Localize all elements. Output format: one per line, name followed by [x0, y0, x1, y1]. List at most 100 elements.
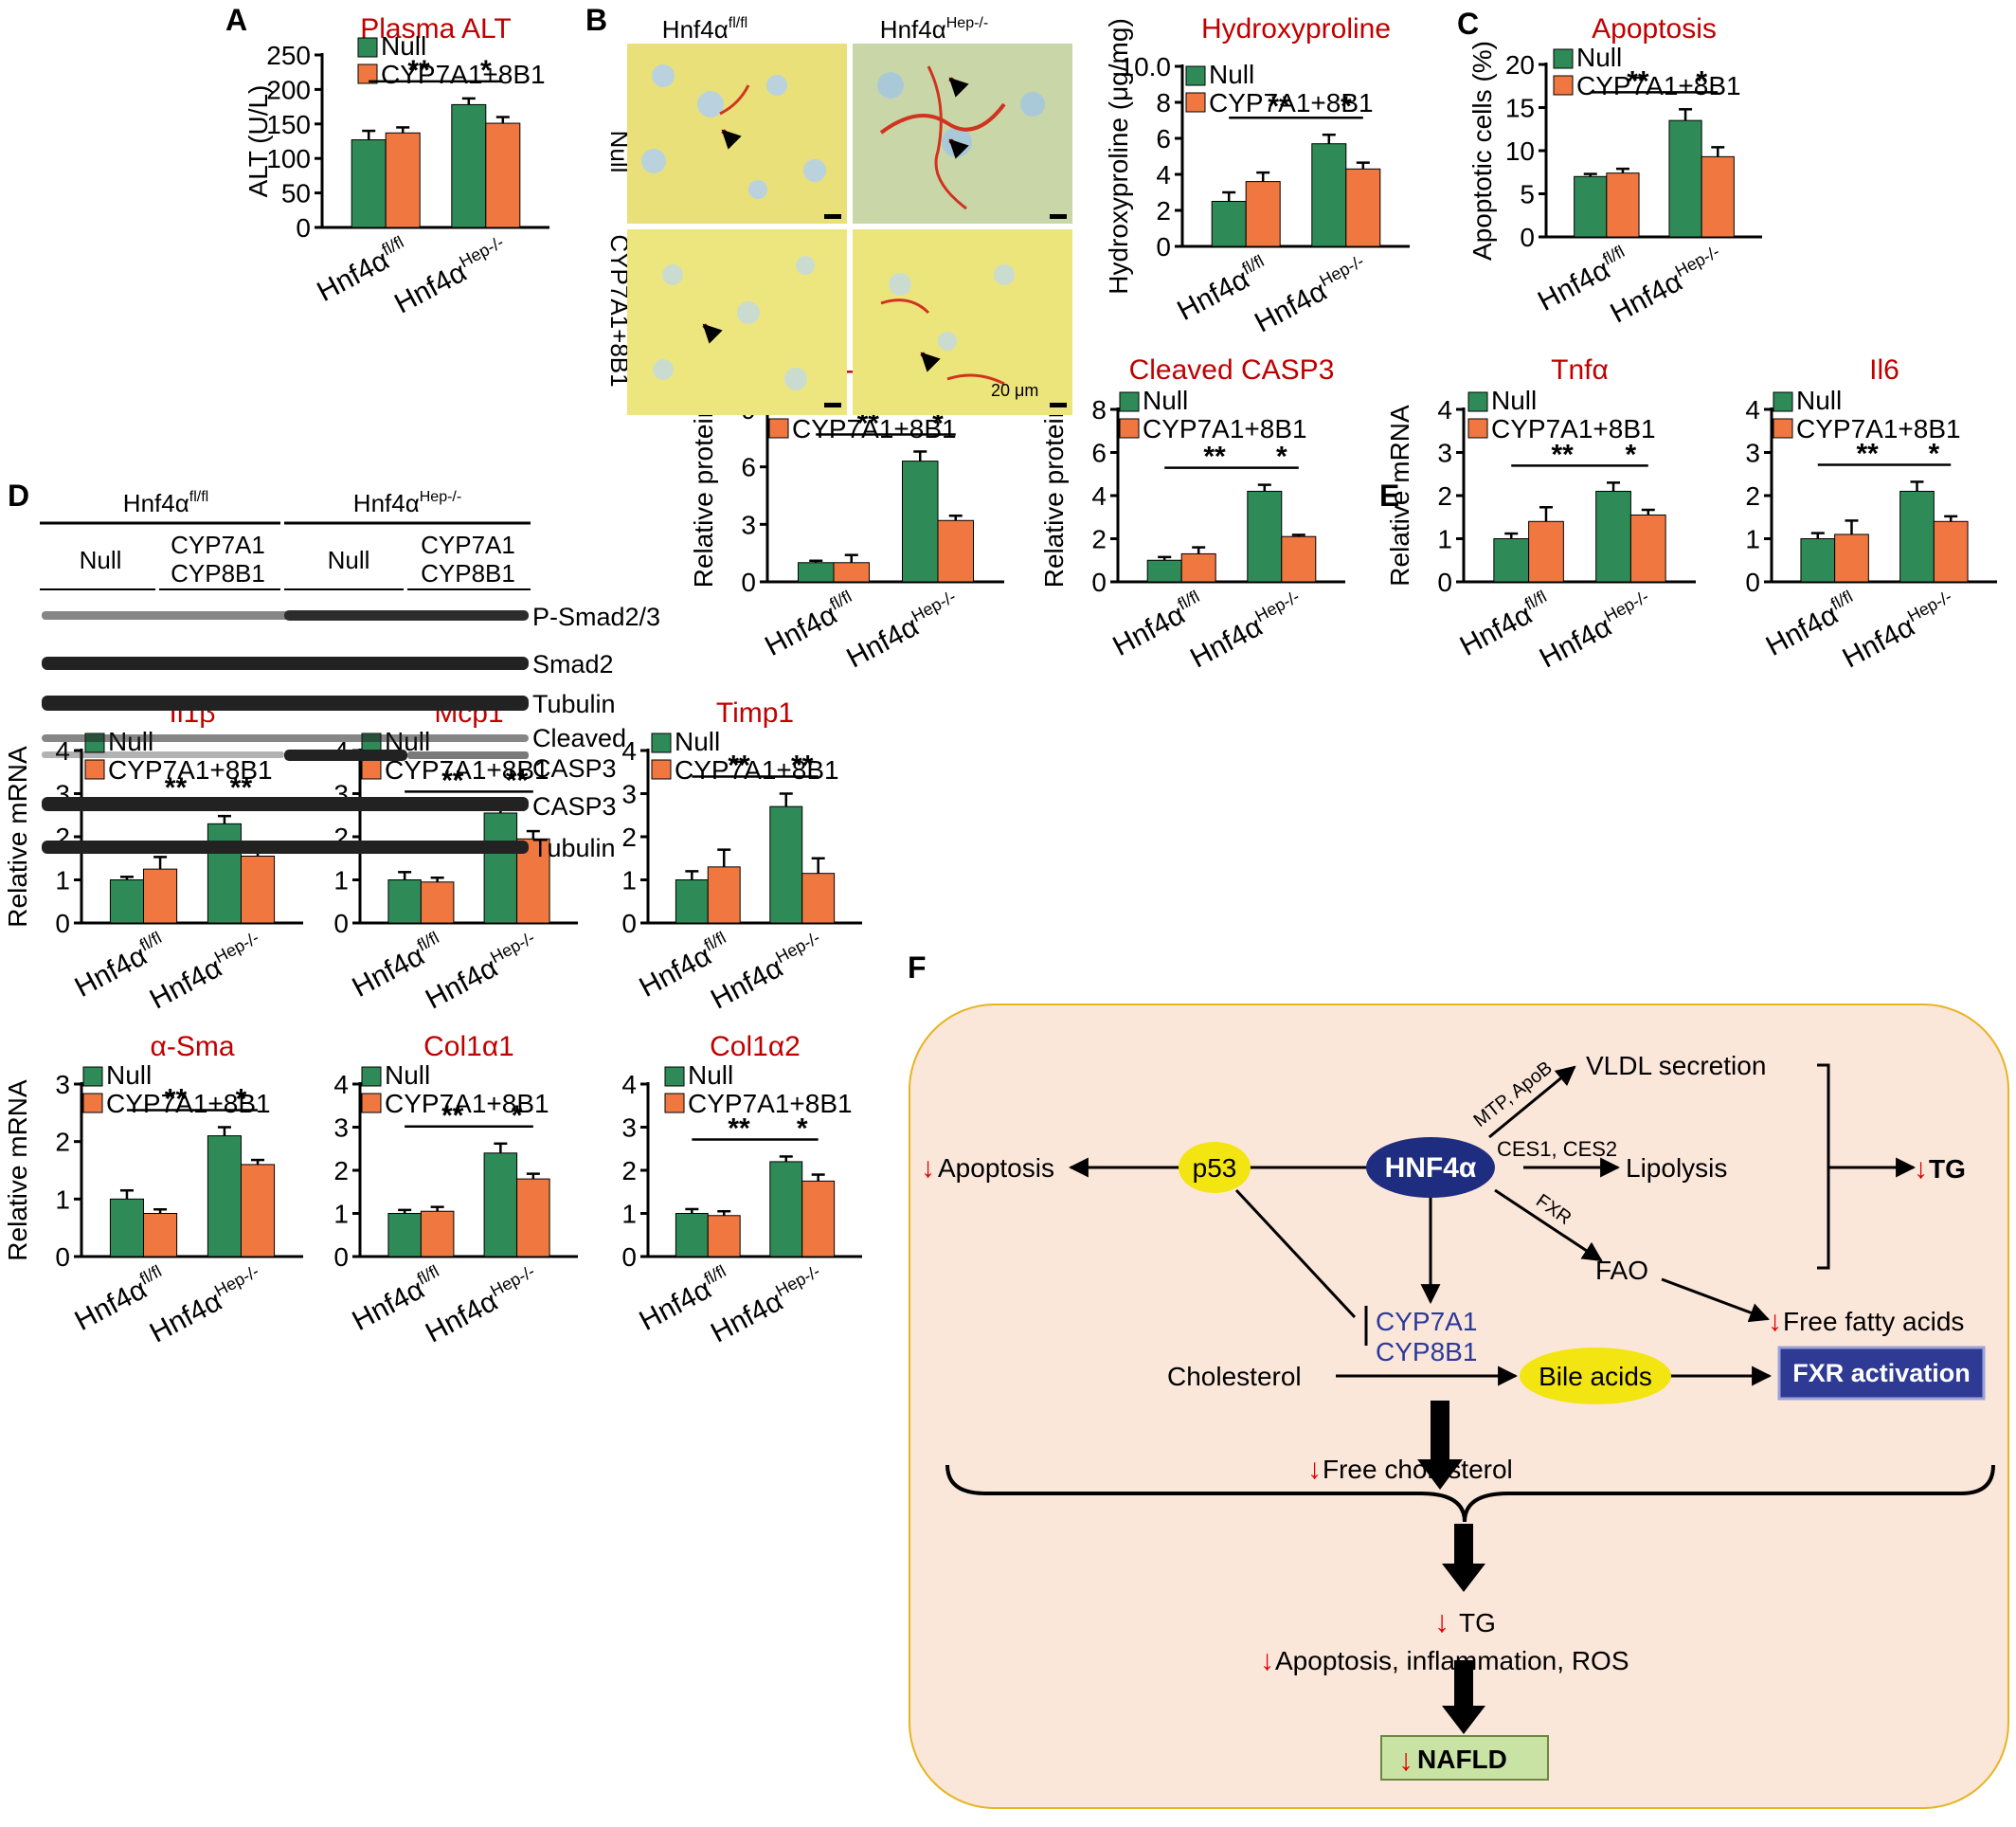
y-tick-label: 3: [1745, 439, 1760, 468]
y-tick-label: 1: [1745, 525, 1760, 554]
band-label-tubulin-1: Tubulin: [532, 690, 616, 718]
significance-label: **: [1268, 91, 1290, 122]
blot-group-1: Hnf4αfl/fl: [123, 489, 208, 517]
y-tick-label: 200: [266, 75, 311, 104]
chart-title: Plasma ALT: [360, 13, 512, 45]
y-tick-label: 1: [621, 1200, 637, 1229]
bar: [902, 461, 939, 583]
significance-label: **: [407, 55, 430, 86]
y-tick-label: 3: [1437, 439, 1452, 468]
bar: [109, 879, 145, 924]
significance-label: **: [165, 1084, 188, 1115]
bar: [385, 132, 421, 228]
y-tick-label: 4: [55, 736, 70, 766]
fao-label: FAO: [1595, 1256, 1648, 1285]
legend-label-treat: CYP7A1+8B1: [385, 1089, 549, 1118]
legend-label-treat: CYP7A1+8B1: [108, 755, 273, 785]
blot-lane-cyp8b1-1: CYP8B1: [171, 559, 265, 588]
significance-label: **: [857, 407, 880, 439]
bar: [516, 1178, 550, 1257]
y-tick-label: 4: [621, 1070, 637, 1099]
y-tick-label: 15: [1505, 94, 1535, 123]
bar: [1899, 490, 1935, 583]
legend-swatch-null: [651, 733, 672, 753]
chart-title: Col1α1: [423, 1031, 514, 1062]
y-axis-label: Apoptotic cells (%): [1467, 41, 1497, 261]
blot-lane-null-1: Null: [80, 546, 122, 574]
legend-label-treat: CYP7A1+8B1: [1576, 71, 1741, 100]
y-tick-label: 0: [621, 909, 637, 938]
significance-label: *: [797, 1112, 808, 1144]
bar: [1595, 490, 1631, 583]
free-chol-arrow: ↓: [1307, 1454, 1322, 1485]
significance-label: *: [1276, 442, 1287, 473]
cholesterol-label: Cholesterol: [1167, 1362, 1302, 1391]
legend-label-treat: CYP7A1+8B1: [1143, 414, 1307, 443]
y-tick-label: 2: [1091, 525, 1107, 554]
legend-swatch-null: [664, 1066, 685, 1087]
legend-label-null: Null: [381, 31, 426, 61]
legend-swatch-null: [1467, 391, 1488, 412]
bar: [1528, 520, 1564, 583]
bar: [387, 879, 422, 924]
significance-label: *: [512, 1100, 523, 1131]
legend-swatch-null: [1185, 65, 1206, 86]
vldl-label: VLDL secretion: [1586, 1051, 1766, 1080]
panel-letters: A B C D E F: [8, 3, 1479, 985]
bar: [143, 868, 178, 924]
y-tick-label: 0: [296, 213, 311, 243]
western-blot: Hnf4αfl/fl Hnf4αHep-/- Null CYP7A1 CYP8B…: [40, 489, 660, 862]
bar: [675, 1213, 709, 1257]
bar: [143, 1213, 178, 1257]
legend-label-null: Null: [1209, 60, 1254, 89]
significance-label: *: [480, 55, 492, 86]
legend-swatch-null: [82, 1066, 103, 1087]
chart-title: Hydroxyproline: [1201, 13, 1391, 45]
bar: [109, 1198, 145, 1257]
blot-lane-cyp7a1-1: CYP7A1: [171, 531, 265, 559]
bar: [707, 1215, 741, 1257]
bar: [1281, 535, 1317, 583]
legend-swatch-treat: [664, 1093, 685, 1113]
y-tick-label: 4: [1745, 395, 1760, 425]
bar: [483, 812, 518, 924]
y-tick-label: 2: [621, 1156, 637, 1185]
bar: [1245, 181, 1281, 247]
significance-label: **: [728, 751, 750, 782]
p53-label: p53: [1193, 1153, 1237, 1183]
chart-title: Tnfα: [1551, 354, 1609, 386]
y-tick-label: 4: [1156, 160, 1171, 190]
bar: [387, 1213, 422, 1257]
legend-label-null: Null: [385, 1060, 430, 1090]
bar: [707, 866, 741, 924]
significance-label: **: [728, 1112, 750, 1144]
legend-swatch-treat: [361, 759, 382, 780]
histology-image-null-hep: [853, 44, 1072, 224]
panel-letter-b: B: [585, 3, 607, 37]
y-tick-label: 3: [741, 510, 756, 539]
band-label-cleaved: Cleaved: [532, 724, 626, 752]
ffa-label: Free fatty acids: [1783, 1307, 1964, 1336]
blot-group-2: Hnf4αHep-/-: [353, 489, 461, 517]
apoptosis-arrow: ↓: [921, 1152, 935, 1184]
bar: [451, 103, 487, 228]
bar: [420, 881, 455, 924]
nafld-box: [1380, 1735, 1549, 1781]
effects-label: Apoptosis, inflammation, ROS: [1275, 1646, 1629, 1675]
chart-title: Apoptosis: [1592, 13, 1717, 45]
legend-label-treat: CYP7A1+8B1: [792, 414, 957, 443]
mechanism-diagram: HNF4α p53 ↓ Apoptosis MTP, ApoB VLDL sec…: [909, 1004, 2009, 1809]
y-tick-label: 20: [1505, 50, 1535, 80]
bar: [1668, 119, 1702, 238]
legend-swatch-treat: [651, 759, 672, 780]
y-axis-label: Relative mRNA: [3, 746, 32, 928]
x-group-label: Hnf4αHep-/-: [1534, 587, 1659, 674]
legend-label-null: Null: [1576, 43, 1622, 72]
y-tick-label: 2: [1745, 481, 1760, 511]
y-tick-label: 0: [1520, 223, 1535, 252]
y-tick-label: 0: [55, 1242, 70, 1272]
